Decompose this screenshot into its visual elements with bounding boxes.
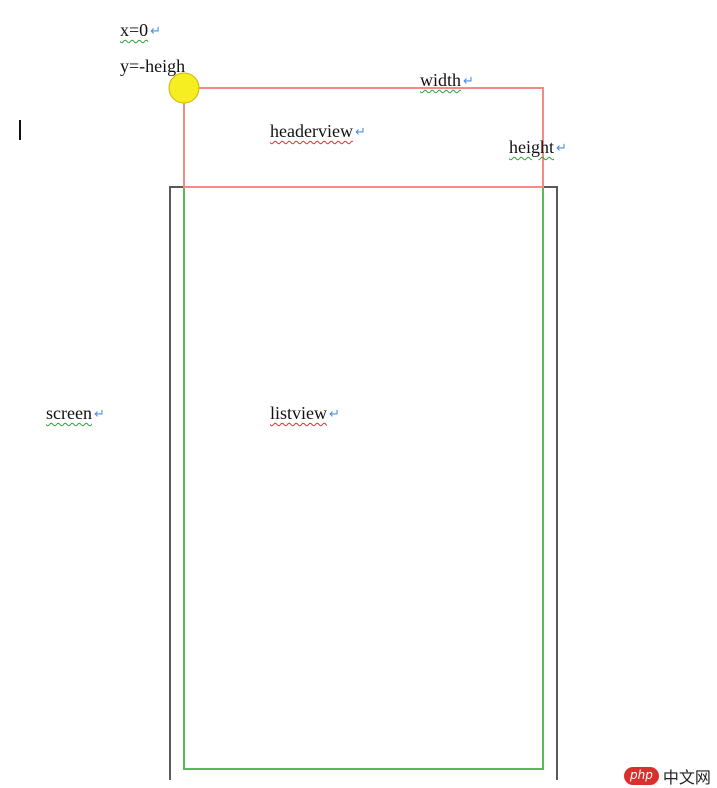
origin-marker: [168, 72, 200, 104]
watermark-text: 中文网: [662, 768, 711, 787]
return-mark-icon: ↵: [329, 407, 340, 422]
return-mark-icon: ↵: [150, 24, 162, 39]
php-logo-icon: php: [624, 767, 659, 785]
headerview-label: headerview↵: [270, 121, 366, 143]
return-mark-icon: ↵: [556, 141, 567, 156]
watermark: php 中文网: [624, 766, 711, 787]
y-label: y=-heigh: [120, 56, 185, 76]
y-label-text: y=-heigh: [120, 56, 186, 76]
screen-label: screen↵: [46, 403, 105, 425]
x-label-text: x=0: [120, 20, 149, 40]
return-mark-icon: ↵: [93, 407, 105, 422]
width-label-text: width: [420, 70, 462, 90]
listview-frame: [183, 186, 544, 770]
screen-label-text: screen: [46, 403, 92, 423]
headerview-label-text: headerview: [270, 121, 353, 141]
listview-label-text: listview: [270, 403, 327, 423]
listview-label: listview↵: [270, 403, 340, 425]
height-label: height↵: [509, 137, 567, 159]
x-label: x=0↵: [120, 20, 161, 42]
headerview-frame: [183, 87, 544, 188]
return-mark-icon: ↵: [354, 125, 366, 140]
width-label: width↵: [420, 70, 474, 92]
text-cursor: [19, 120, 21, 140]
screen-frame: [169, 186, 558, 780]
return-mark-icon: ↵: [463, 74, 474, 89]
height-label-text: height: [509, 137, 554, 157]
